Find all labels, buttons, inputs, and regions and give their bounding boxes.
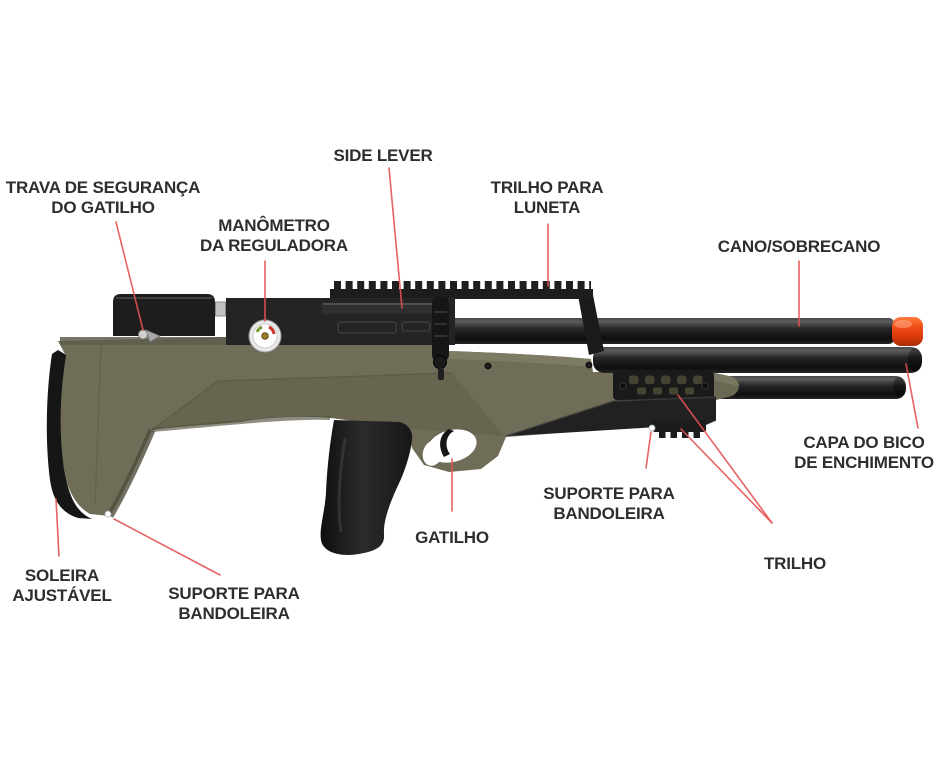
stock-beam-shadow	[151, 415, 331, 432]
cylinder-end-shade	[908, 348, 922, 372]
label-text: TRAVA DE SEGURANÇA	[5, 178, 201, 197]
leader-trigger-safety	[115, 221, 144, 331]
label-barrel: CANO/SOBRECANO	[718, 237, 881, 257]
label-regulator-gauge: MANÔMETRO DA REGULADORA	[200, 216, 348, 256]
stock-cutout-fillet	[106, 428, 156, 518]
barrel-tube	[448, 318, 894, 344]
cocking-probe	[215, 301, 226, 317]
label-text: CAPA DO BICO	[803, 433, 925, 452]
label-text: LUNETA	[513, 198, 581, 217]
leader-rail-a	[677, 394, 773, 524]
leader-fill-cap	[905, 363, 919, 429]
label-text: BANDOLEIRA	[553, 504, 665, 523]
bottom-picatinny-rail	[653, 420, 706, 438]
side-lever-hinge	[432, 297, 449, 361]
leader-lines	[55, 167, 919, 576]
stock-screw-1	[484, 362, 492, 370]
label-sling-mount-rear: SUPORTE PARA BANDOLEIRA	[168, 584, 300, 624]
forend-panel-edge	[505, 396, 717, 437]
leader-sling-front	[645, 431, 652, 469]
label-text: GATILHO	[415, 528, 489, 547]
label-text: AJUSTÁVEL	[12, 586, 112, 605]
pressure-gauge	[248, 319, 282, 353]
label-text: SOLEIRA	[24, 566, 100, 585]
stock-mold-line	[151, 372, 453, 431]
receiver-groove-1	[337, 321, 397, 334]
pistol-grip[interactable]	[320, 420, 413, 555]
label-text: DO GATILHO	[51, 198, 155, 217]
label-text: BANDOLEIRA	[178, 604, 290, 623]
stock-screw-2	[585, 361, 593, 369]
grip-panel-line	[337, 437, 347, 533]
label-text: SUPORTE PARA	[543, 484, 675, 503]
scope-rail-base	[330, 289, 593, 299]
rail-screw-left	[619, 382, 627, 390]
side-lever-channel	[322, 303, 434, 314]
rail-rear-band	[577, 290, 604, 355]
rear-sling-hole	[104, 510, 112, 518]
label-accessory-rail: TRILHO	[764, 554, 826, 574]
muzzle-cap-highlight	[894, 320, 912, 328]
label-sling-mount-front: SUPORTE PARA BANDOLEIRA	[543, 484, 675, 524]
air-reservoir-tube	[712, 376, 906, 399]
side-lever-pin	[438, 368, 444, 380]
cylinder-tube	[593, 347, 922, 373]
label-text: TRILHO PARA	[490, 178, 604, 197]
side-lever-knob	[433, 355, 447, 369]
butt-pad-shape	[46, 350, 92, 519]
reservoir-end-shade	[893, 377, 905, 397]
leader-side-lever	[388, 167, 403, 309]
cheek-rest	[113, 294, 215, 336]
rail-screw-right	[701, 382, 709, 390]
label-text: SIDE LEVER	[333, 146, 433, 165]
leader-butt-pad	[55, 498, 60, 557]
label-text: SUPORTE PARA	[168, 584, 300, 603]
stock-front-tip-highlight	[706, 371, 739, 386]
side-lever-assembly[interactable]	[322, 297, 449, 380]
side-accessory-rail	[613, 371, 714, 400]
label-text: MANÔMETRO	[218, 216, 330, 235]
stock-top-highlight	[448, 351, 591, 367]
label-text: DE ENCHIMENTO	[794, 453, 934, 472]
receiver-groove-2	[401, 321, 431, 332]
label-trigger-safety: TRAVA DE SEGURANÇA DO GATILHO	[5, 178, 201, 218]
label-side-lever: SIDE LEVER	[333, 146, 432, 166]
front-sling-hole	[648, 424, 656, 432]
butt-seam-line	[94, 343, 102, 506]
trigger-safety-lever[interactable]	[138, 329, 161, 343]
label-scope-rail: TRILHO PARA LUNETA	[491, 178, 604, 218]
trigger-guard-opening	[422, 429, 477, 466]
label-trigger: GATILHO	[415, 528, 489, 548]
label-text: CANO/SOBRECANO	[717, 237, 881, 256]
label-fill-port-cap: CAPA DO BICO DE ENCHIMENTO	[794, 433, 934, 473]
leader-sling-rear	[113, 518, 221, 576]
label-butt-pad: SOLEIRA AJUSTÁVEL	[12, 566, 111, 606]
label-text: DA REGULADORA	[200, 236, 348, 255]
trigger-blade[interactable]	[440, 429, 454, 457]
label-text: TRILHO	[763, 554, 827, 573]
leader-rail-b	[680, 428, 773, 524]
